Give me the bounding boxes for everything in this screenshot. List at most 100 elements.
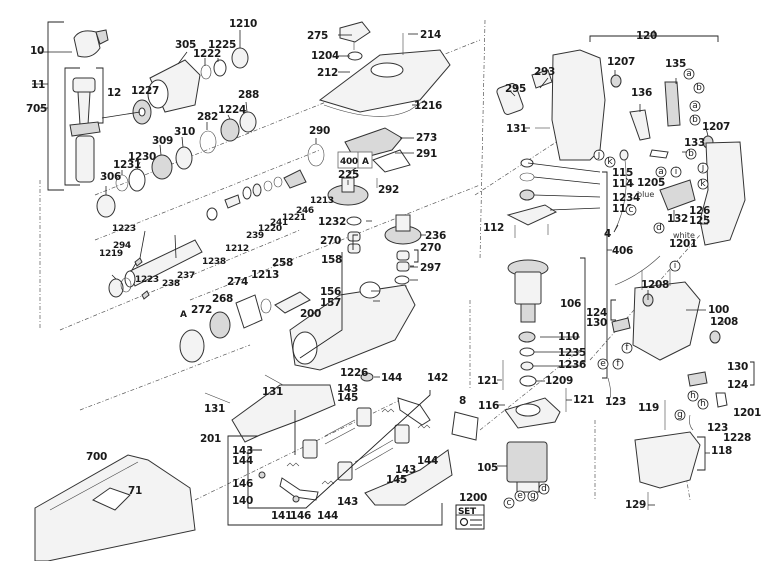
callout-135: 135 [665,58,686,70]
callout-129: 129 [625,499,646,511]
wire-marker: g [674,409,686,421]
callout-1225: 1225 [208,39,236,51]
handle-120 [551,49,606,161]
callout-1222: 1222 [193,48,221,60]
callout-1207-b: 1207 [702,121,730,133]
callout-112: 112 [483,222,504,234]
callout-141: 141 [271,510,292,522]
damper-143a [356,407,372,427]
wire-marker: c [625,204,637,216]
svg-text:a: a [686,69,692,79]
callout-1236: 1236 [558,359,586,371]
wire-marker: b [685,148,697,160]
callout-146-a: 146 [232,478,253,490]
callout-212: 212 [317,67,338,79]
callout-1238: 1238 [202,257,226,267]
callout-136: 136 [631,87,652,99]
svg-text:b: b [696,83,702,93]
service-set-badge [455,504,485,530]
wire-marker: g [527,490,539,502]
callout-71: 71 [128,485,142,497]
case-handle-71 [91,487,131,511]
armature-106 [514,271,542,305]
wire-marker: a [683,68,695,80]
main-handle-parts [496,49,746,246]
wire-marker: f [612,358,624,370]
callout-8: 8 [459,395,466,407]
sleeve-309 [151,154,173,180]
bushing-270a [347,231,361,242]
callout-700: 700 [86,451,107,463]
callout-406: 406 [612,245,633,257]
bracket-142 [397,397,431,426]
cord-1205 [614,159,627,231]
callout-100: 100 [708,304,729,316]
callout-268: 268 [212,293,233,305]
ring-1222 [200,64,212,80]
callout-158: 158 [321,254,342,266]
motor-housing-100 [632,281,701,361]
svg-text:j: j [597,150,601,160]
callout-A: A [180,310,187,320]
callout-293: 293 [534,66,555,78]
bearing-1234 [519,189,535,201]
callout-1224: 1224 [218,104,246,116]
callout-1232: 1232 [318,216,346,228]
callout-1219: 1219 [99,249,123,259]
ring-282 [199,130,217,154]
callout-201: 201 [200,433,221,445]
spring-295 [496,83,524,115]
callout-143-a: 143 [337,383,358,395]
svg-text:h: h [690,391,696,401]
callout-1201-a: 1201 [669,238,697,250]
callout-225: 225 [338,169,359,181]
callout-237: 237 [177,271,195,281]
callout-126: 126 [689,205,710,217]
handle-flange [69,121,101,137]
wire-marker: h [697,398,709,410]
callout-1200: 1200 [459,492,487,504]
ring-1225 [213,59,227,77]
callout-705: 705 [26,103,47,115]
bracket-141 [279,477,319,501]
callout-131-a: 131 [262,386,283,398]
pin-1212 [224,194,241,209]
washer-297 [394,275,410,285]
callout-121-b: 121 [573,394,594,406]
wire-marker: k [697,178,709,190]
callout-130-b: 130 [727,361,748,373]
svg-text:f: f [625,343,629,353]
wire-marker: d [538,483,550,495]
damper-143c [394,424,410,444]
housing-200 [289,284,416,371]
wire-color-white: white [673,231,695,240]
svg-text:g: g [677,410,683,420]
callout-121-a: 121 [477,375,498,387]
handle-clamp [73,30,101,58]
wire-marker: k [604,156,616,168]
side-handle-group [32,21,109,191]
svg-text:k: k [607,157,613,167]
callout-142: 142 [427,372,448,384]
svg-text:c: c [629,205,634,215]
washer-310 [175,146,193,170]
callout-290: 290 [309,125,330,137]
callout-273: 273 [416,132,437,144]
callout-239: 239 [246,231,264,241]
callout-1230: 1230 [128,151,156,163]
callout-143-d: 143 [395,464,416,476]
spring-144 [381,408,395,413]
cover-212 [318,49,451,113]
callout-1210: 1210 [229,18,257,30]
label-8 [451,411,479,441]
bushing-272 [179,329,205,363]
callout-4: 4 [604,228,611,240]
callout-144-d: 144 [417,455,438,467]
wire-marker: d [653,222,665,234]
washer-1232 [346,216,362,226]
callout-1213-b: 1213 [251,269,279,281]
svg-text:j: j [701,163,705,173]
carrying-case [34,454,196,561]
callout-1228: 1228 [723,432,751,444]
wire-markers: a b a b j k a i b j k c d i f e f h h g … [503,68,709,509]
